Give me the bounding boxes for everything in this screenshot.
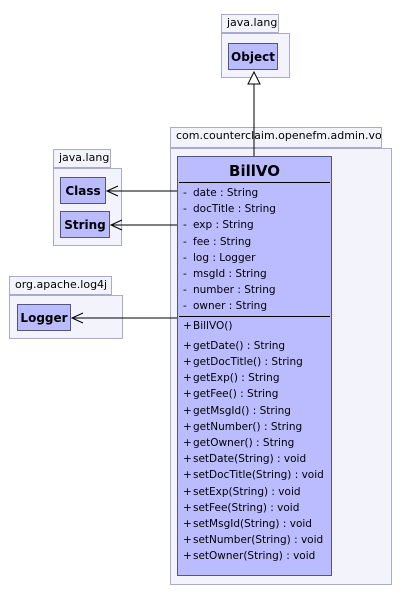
- visibility-marker: -: [183, 187, 187, 199]
- member-signature: setDate(String) : void: [193, 453, 307, 466]
- method-row[interactable]: +getExp() : String: [178, 370, 331, 386]
- package-name: org.apache.log4j: [15, 278, 108, 291]
- constructors-compartment: +BillVO(): [178, 317, 331, 334]
- member-signature: getOwner() : String: [193, 437, 295, 450]
- visibility-marker: -: [183, 219, 187, 232]
- visibility-marker: +: [183, 420, 192, 433]
- visibility-marker: -: [183, 284, 187, 297]
- visibility-marker: +: [183, 534, 192, 547]
- member-signature: getDate() : String: [193, 339, 286, 352]
- method-row[interactable]: +setDocTitle(String) : void: [178, 467, 331, 483]
- member-signature: exp : String: [193, 219, 254, 232]
- attribute-row[interactable]: -owner : String: [178, 298, 331, 314]
- visibility-marker: +: [183, 518, 192, 531]
- constructor-row[interactable]: +BillVO(): [178, 318, 331, 334]
- method-row[interactable]: +setOwner(String) : void: [178, 548, 331, 564]
- method-row[interactable]: +getNumber() : String: [178, 419, 331, 435]
- visibility-marker: +: [183, 485, 192, 498]
- association-arrowhead: [109, 219, 123, 231]
- member-signature: fee : String: [193, 235, 252, 248]
- compartment-divider: [179, 315, 330, 317]
- method-row[interactable]: +setMsgId(String) : void: [178, 516, 331, 532]
- class-name: Logger: [20, 310, 68, 325]
- attribute-row[interactable]: -docTitle : String: [178, 201, 331, 217]
- member-signature: getFee() : String: [193, 388, 279, 401]
- member-signature: number : String: [193, 284, 276, 297]
- attribute-row[interactable]: -number : String: [178, 282, 331, 298]
- package-name: java.lang: [59, 151, 110, 164]
- visibility-marker: +: [183, 469, 192, 482]
- method-row[interactable]: +setFee(String) : void: [178, 500, 331, 516]
- visibility-marker: -: [183, 203, 187, 216]
- member-signature: log : Logger: [193, 251, 256, 264]
- class-object[interactable]: Object: [228, 43, 278, 70]
- visibility-marker: -: [183, 300, 187, 313]
- method-row[interactable]: +setExp(String) : void: [178, 484, 331, 500]
- attribute-row[interactable]: -fee : String: [178, 234, 331, 250]
- member-signature: getMsgId() : String: [193, 404, 291, 417]
- method-row[interactable]: +setDate(String) : void: [178, 451, 331, 467]
- compartment-divider: [179, 182, 330, 183]
- attributes-compartment: -date : String-docTitle : String-exp : S…: [178, 183, 331, 315]
- method-row[interactable]: +getMsgId() : String: [178, 403, 331, 419]
- class-name: Class: [65, 183, 101, 198]
- member-signature: date : String: [193, 187, 259, 199]
- class-name: Object: [231, 49, 275, 64]
- visibility-marker: +: [183, 453, 192, 466]
- methods-compartment: +getDate() : String+getDocTitle() : Stri…: [178, 334, 331, 565]
- method-row[interactable]: +getFee() : String: [178, 386, 331, 402]
- visibility-marker: +: [183, 339, 192, 352]
- class-string[interactable]: String: [60, 211, 110, 238]
- inheritance-arrowhead: [247, 70, 261, 85]
- package-name: java.lang: [227, 16, 278, 29]
- visibility-marker: +: [183, 437, 192, 450]
- association-arrowhead: [70, 312, 84, 324]
- visibility-marker: +: [183, 501, 192, 514]
- visibility-marker: -: [183, 268, 187, 281]
- method-row[interactable]: +getDocTitle() : String: [178, 354, 331, 370]
- class-billvo[interactable]: BillVO -date : String-docTitle : String-…: [177, 156, 332, 576]
- visibility-marker: +: [183, 550, 192, 563]
- package-tab-java-lang-top: java.lang: [221, 14, 279, 33]
- member-signature: msgId : String: [193, 268, 267, 281]
- method-row[interactable]: +setNumber(String) : void: [178, 532, 331, 548]
- attribute-row[interactable]: -log : Logger: [178, 250, 331, 266]
- attribute-row[interactable]: -msgId : String: [178, 266, 331, 282]
- class-name: String: [64, 217, 106, 232]
- class-class[interactable]: Class: [60, 177, 106, 204]
- member-signature: owner : String: [193, 300, 267, 313]
- member-signature: BillVO(): [193, 319, 233, 332]
- visibility-marker: +: [183, 388, 192, 401]
- visibility-marker: +: [183, 372, 192, 385]
- visibility-marker: -: [183, 251, 187, 264]
- package-tab-java-lang-left: java.lang: [53, 149, 111, 168]
- member-signature: setDocTitle(String) : void: [193, 469, 324, 482]
- association-arrowhead: [105, 185, 119, 197]
- method-row[interactable]: +getOwner() : String: [178, 435, 331, 451]
- member-signature: getNumber() : String: [193, 420, 303, 433]
- visibility-marker: +: [183, 404, 192, 417]
- package-name: com.counterclaim.openefm.admin.vo: [176, 129, 382, 142]
- package-tab-log4j: org.apache.log4j: [9, 276, 112, 295]
- member-signature: setOwner(String) : void: [193, 550, 316, 563]
- visibility-marker: -: [183, 235, 187, 248]
- member-signature: getExp() : String: [193, 372, 280, 385]
- visibility-marker: +: [183, 356, 192, 369]
- member-signature: setNumber(String) : void: [193, 534, 324, 547]
- method-row[interactable]: +getDate() : String: [178, 338, 331, 354]
- member-signature: setFee(String) : void: [193, 501, 300, 514]
- class-logger[interactable]: Logger: [17, 304, 71, 331]
- class-title: BillVO: [229, 162, 280, 180]
- member-signature: getDocTitle() : String: [193, 356, 303, 369]
- attribute-row[interactable]: -date : String: [178, 185, 331, 201]
- package-tab-admin-vo: com.counterclaim.openefm.admin.vo: [170, 127, 382, 148]
- visibility-marker: +: [183, 319, 192, 332]
- attribute-row[interactable]: -exp : String: [178, 217, 331, 233]
- member-signature: setExp(String) : void: [193, 485, 301, 498]
- member-signature: setMsgId(String) : void: [193, 518, 312, 531]
- member-signature: docTitle : String: [193, 203, 276, 216]
